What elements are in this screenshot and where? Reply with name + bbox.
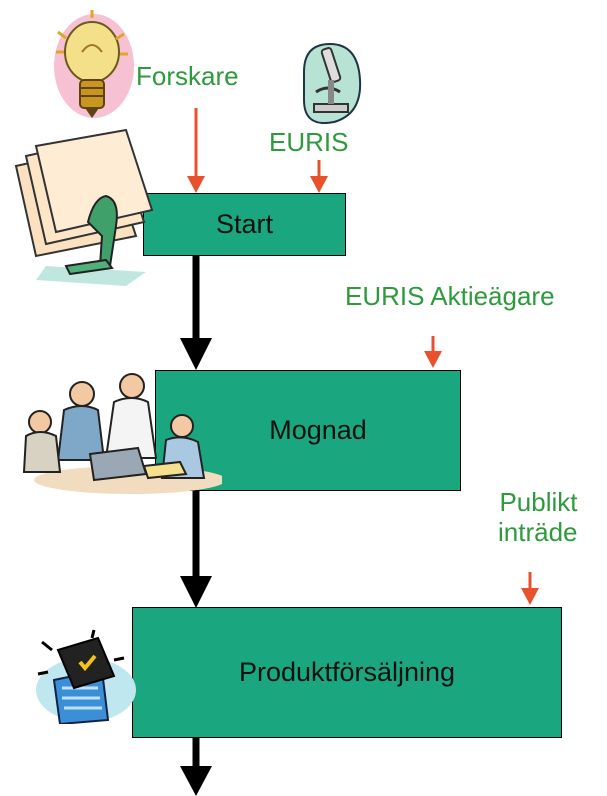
input-arrow-euris-aktieagare [424,336,442,368]
input-arrow-euris [310,160,328,193]
label-publikt-line2: inträde [498,516,578,547]
process-box-produktforsaljning: Produktförsäljning [132,607,562,738]
label-euris-aktieagare: EURIS Aktieägare [345,281,555,311]
flow-arrow-start-to-mognad [180,256,212,370]
process-label-produktforsaljning: Produktförsäljning [238,657,456,687]
building-chip-icon [36,629,136,724]
process-box-start: Start [143,193,346,256]
flow-arrow-mognad-to-produkt [180,491,212,608]
process-box-mognad: Mognad [155,370,461,491]
meeting-people-icon [22,373,222,494]
process-label-mognad: Mognad [269,415,367,445]
process-label-start: Start [215,209,274,239]
papers-icon [14,128,154,286]
label-publikt-intrade: Publikt inträde [498,487,578,548]
label-forskare: Forskare [136,61,239,91]
label-publikt-line1: Publikt [499,487,578,517]
light-bulb-icon [54,10,134,118]
label-euris: EURIS [269,127,349,157]
flow-arrow-produkt-out [180,738,212,796]
input-arrow-publikt-intrade [521,572,539,605]
input-arrow-forskare [187,108,205,193]
microscope-icon [303,42,362,124]
